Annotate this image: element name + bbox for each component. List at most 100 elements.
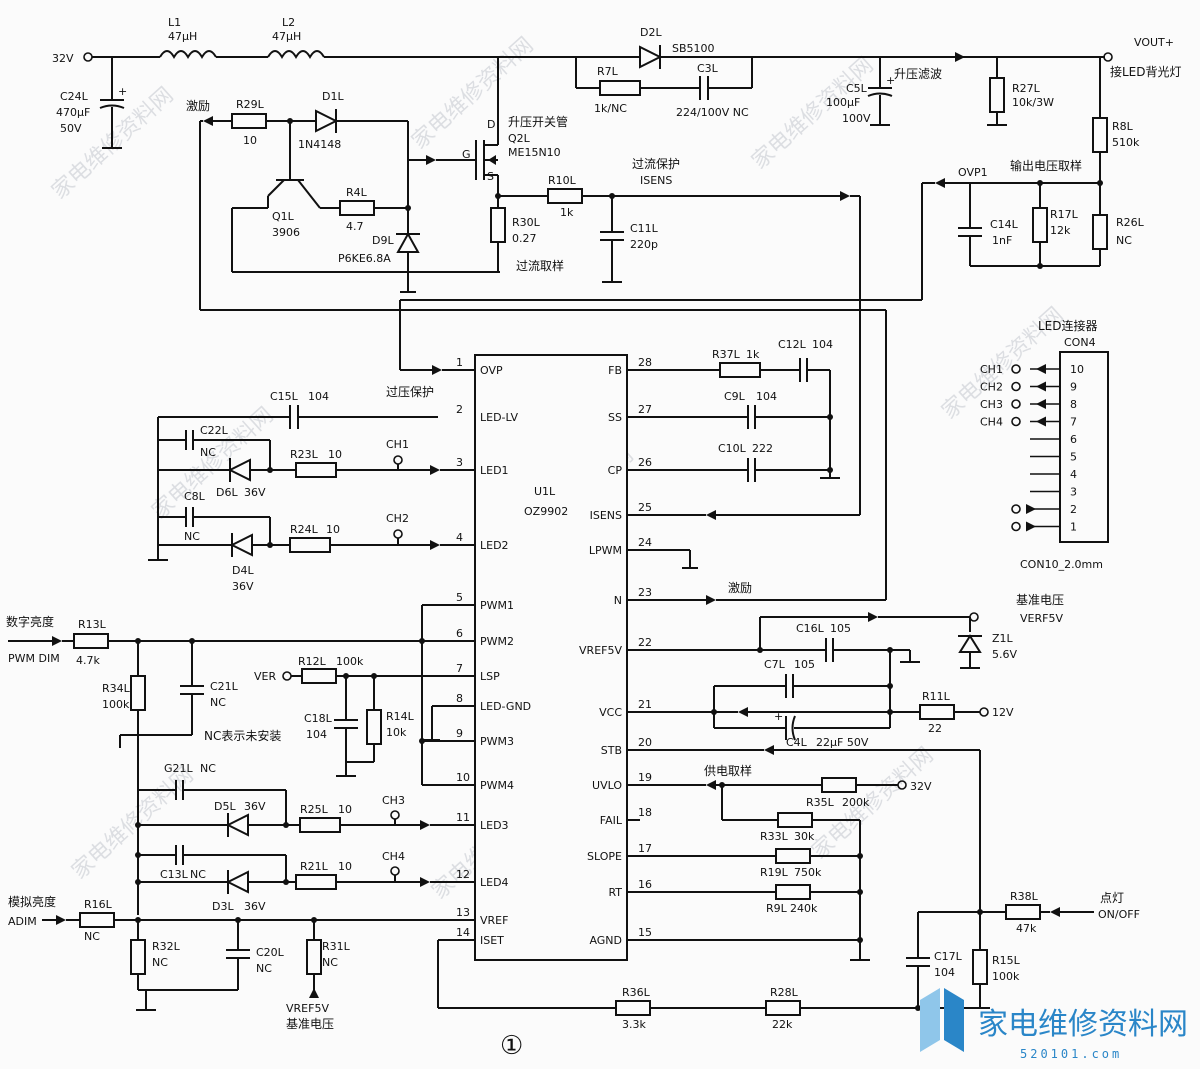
boost-filter-label: 升压滤波 — [894, 67, 942, 81]
ic-pin-name: LED-LV — [480, 411, 518, 424]
r19-name: R19L — [760, 866, 789, 879]
connector-ch-label: CH4 — [980, 416, 1003, 429]
connector-pin-number: 8 — [1070, 398, 1077, 411]
r28-name: R28L — [770, 986, 799, 999]
ic-pin-name: ISENS — [590, 509, 622, 522]
resistor-r8l — [1092, 117, 1108, 153]
r7-name: R7L — [597, 65, 619, 78]
l2-name: L2 — [282, 16, 295, 29]
connector-pin-number: 5 — [1070, 451, 1077, 464]
d5-name: D5L — [214, 800, 236, 813]
ic-pin-name: LSP — [480, 670, 500, 683]
connector-pin-number: 10 — [1070, 363, 1084, 376]
ch2-label: CH2 — [386, 512, 409, 525]
d9-name: D9L — [372, 234, 394, 247]
connector-ch-label: CH2 — [980, 381, 1003, 394]
resistor-r9l — [775, 884, 811, 900]
resistor-r25l — [299, 817, 341, 833]
z1-name: Z1L — [992, 632, 1014, 645]
r35-name: R35L — [806, 796, 835, 809]
oc-sample-label: 过流取样 — [516, 258, 564, 273]
ic-pin-number: 26 — [638, 456, 652, 469]
ic-pin-name: PWM2 — [480, 635, 514, 648]
r31-value: NC — [322, 956, 338, 969]
watermark-4: 家电维修资料网 — [147, 403, 278, 525]
ic-pin-number: 6 — [456, 627, 463, 640]
ic-name: U1L — [534, 485, 556, 498]
ch2-testpoint — [393, 529, 403, 539]
c9-value: 104 — [756, 390, 777, 403]
r4-value: 4.7 — [346, 220, 364, 233]
pin-s: S — [487, 170, 494, 183]
ic-right-pins: 28FB27SS26CP25ISENS24LPWM23N22VREF5V21VC… — [579, 356, 652, 947]
g21-name: G21L — [164, 762, 194, 775]
r35-value: 200k — [842, 796, 870, 809]
c22-name: C22L — [200, 424, 229, 437]
connector-name: CON4 — [1064, 336, 1096, 349]
resistor-r30l — [490, 207, 506, 243]
l1-value: 47μH — [168, 30, 197, 43]
r29-name: R29L — [236, 98, 265, 111]
connector-arrow — [1036, 381, 1046, 392]
r17-name: R17L — [1050, 208, 1079, 221]
resistor-r36l — [615, 1000, 651, 1016]
inductor-l2 — [267, 50, 325, 59]
nc-note: NC表示未安装 — [204, 728, 281, 743]
v32b-label: 32V — [910, 780, 932, 793]
c10-value: 222 — [752, 442, 773, 455]
logo-url: 520101.com — [1020, 1047, 1122, 1061]
ic-pin-name: OVP — [480, 364, 503, 377]
l2-value: 47μH — [272, 30, 301, 43]
ic-pin-number: 28 — [638, 356, 652, 369]
ic-pin-number: 19 — [638, 771, 652, 784]
connector-arrow — [1036, 399, 1046, 409]
ic-pin-number: 24 — [638, 536, 652, 549]
r23-value: 10 — [328, 448, 342, 461]
r23-name: R23L — [290, 448, 319, 461]
zener-z1l — [958, 634, 982, 653]
r24-name: R24L — [290, 523, 319, 536]
ic-pin-number: 16 — [638, 878, 652, 891]
ch1-testpoint — [393, 455, 403, 465]
vout-terminal — [1103, 52, 1113, 62]
d9-value: P6KE6.8A — [338, 252, 391, 265]
r30-name: R30L — [512, 216, 541, 229]
ovp1-label: OVP1 — [958, 166, 988, 179]
analog-bright-label: 模拟亮度 — [8, 894, 56, 909]
d4-name: D4L — [232, 564, 254, 577]
r11-name: R11L — [922, 690, 951, 703]
c24-voltage: 50V — [60, 122, 82, 135]
r8-name: R8L — [1112, 120, 1134, 133]
connector-ch-label: CH1 — [980, 363, 1003, 376]
ic-pin-name: LED2 — [480, 539, 509, 552]
c5-name: C5L — [846, 82, 868, 95]
c22-value: NC — [200, 446, 216, 459]
ic-body — [474, 354, 628, 961]
ic-pin-number: 1 — [456, 356, 463, 369]
pin-d: D — [487, 118, 495, 131]
c4-name: C4L — [786, 736, 808, 749]
q1-value: 3906 — [272, 226, 300, 239]
c21-name: C21L — [210, 680, 239, 693]
verf5v-terminal — [969, 612, 979, 622]
ic-pin-number: 22 — [638, 636, 652, 649]
output-diode-group: D2L SB5100 VOUT+ 接LED背光灯 R7L 1k/NC C3L 2… — [497, 26, 1182, 119]
r21-name: R21L — [300, 860, 329, 873]
zener-d5l — [225, 813, 249, 837]
r36-value: 3.3k — [622, 1018, 646, 1031]
adim-network: 模拟亮度 ADIM R16L NC R32L NC C20L NC R31L N… — [8, 894, 616, 1031]
c8-name: C8L — [184, 490, 206, 503]
c4-value: 22μF 50V — [816, 736, 869, 749]
resistor-r11l — [919, 704, 955, 720]
ic-pin-name: PWM1 — [480, 599, 514, 612]
adim-label: ADIM — [8, 915, 37, 928]
ic-pin-number: 25 — [638, 501, 652, 514]
ic-pin-number: 27 — [638, 403, 652, 416]
onoff-label: ON/OFF — [1098, 908, 1140, 921]
connector-unused-terminal — [1011, 521, 1021, 532]
ic-pin-number: 2 — [456, 403, 463, 416]
c14-value: 1nF — [992, 234, 1012, 247]
r13-value: 4.7k — [76, 654, 100, 667]
r9-value: 240k — [790, 902, 818, 915]
